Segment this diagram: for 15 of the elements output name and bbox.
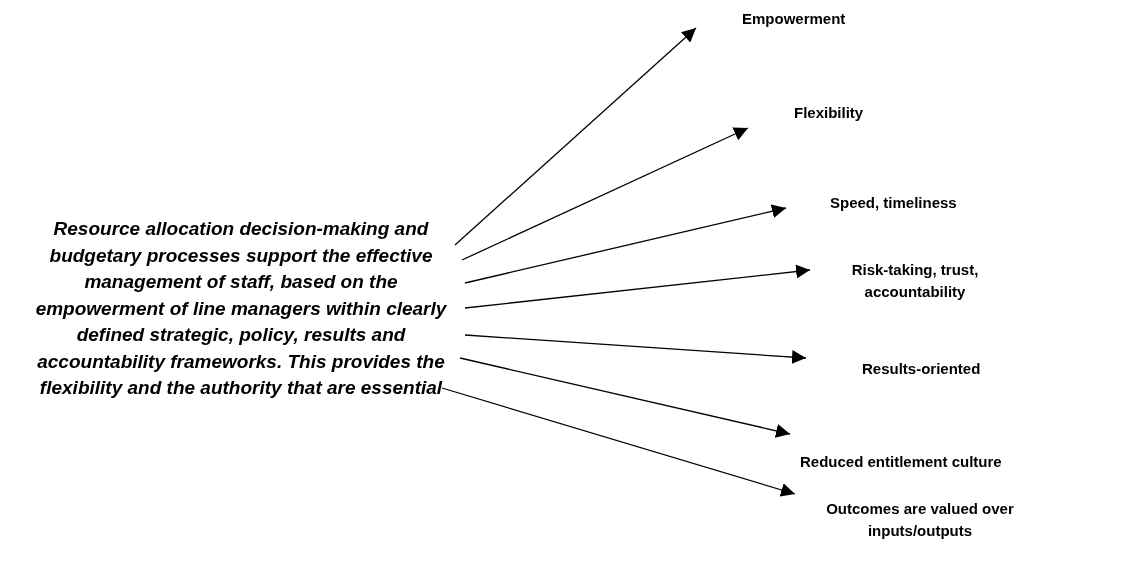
outcome-label: Reduced entitlement culture (800, 452, 1003, 472)
arrow (441, 387, 796, 497)
arrow (454, 27, 697, 246)
arrow (464, 204, 787, 284)
outcome-label: Flexibility (794, 103, 865, 123)
arrow (464, 334, 807, 365)
arrow (464, 264, 811, 309)
outcome-label: Risk-taking, trust, accountability (850, 260, 980, 302)
arrow (459, 357, 791, 438)
outcome-label: Outcomes are valued over inputs/outputs (825, 499, 1015, 541)
outcome-label: Empowerment (742, 9, 847, 29)
outcome-label: Speed, timeliness (830, 193, 958, 213)
statement-text: Resource allocation decision-making and budgetary processes support the effective management of staff, based on the empowerment of line managers within clearly defined strategic, policy, results and accountability frameworks. This provides the flexibility and the authority that are essential (34, 217, 448, 400)
outcome-label: Results-oriented (862, 359, 982, 379)
arrow (461, 127, 749, 261)
